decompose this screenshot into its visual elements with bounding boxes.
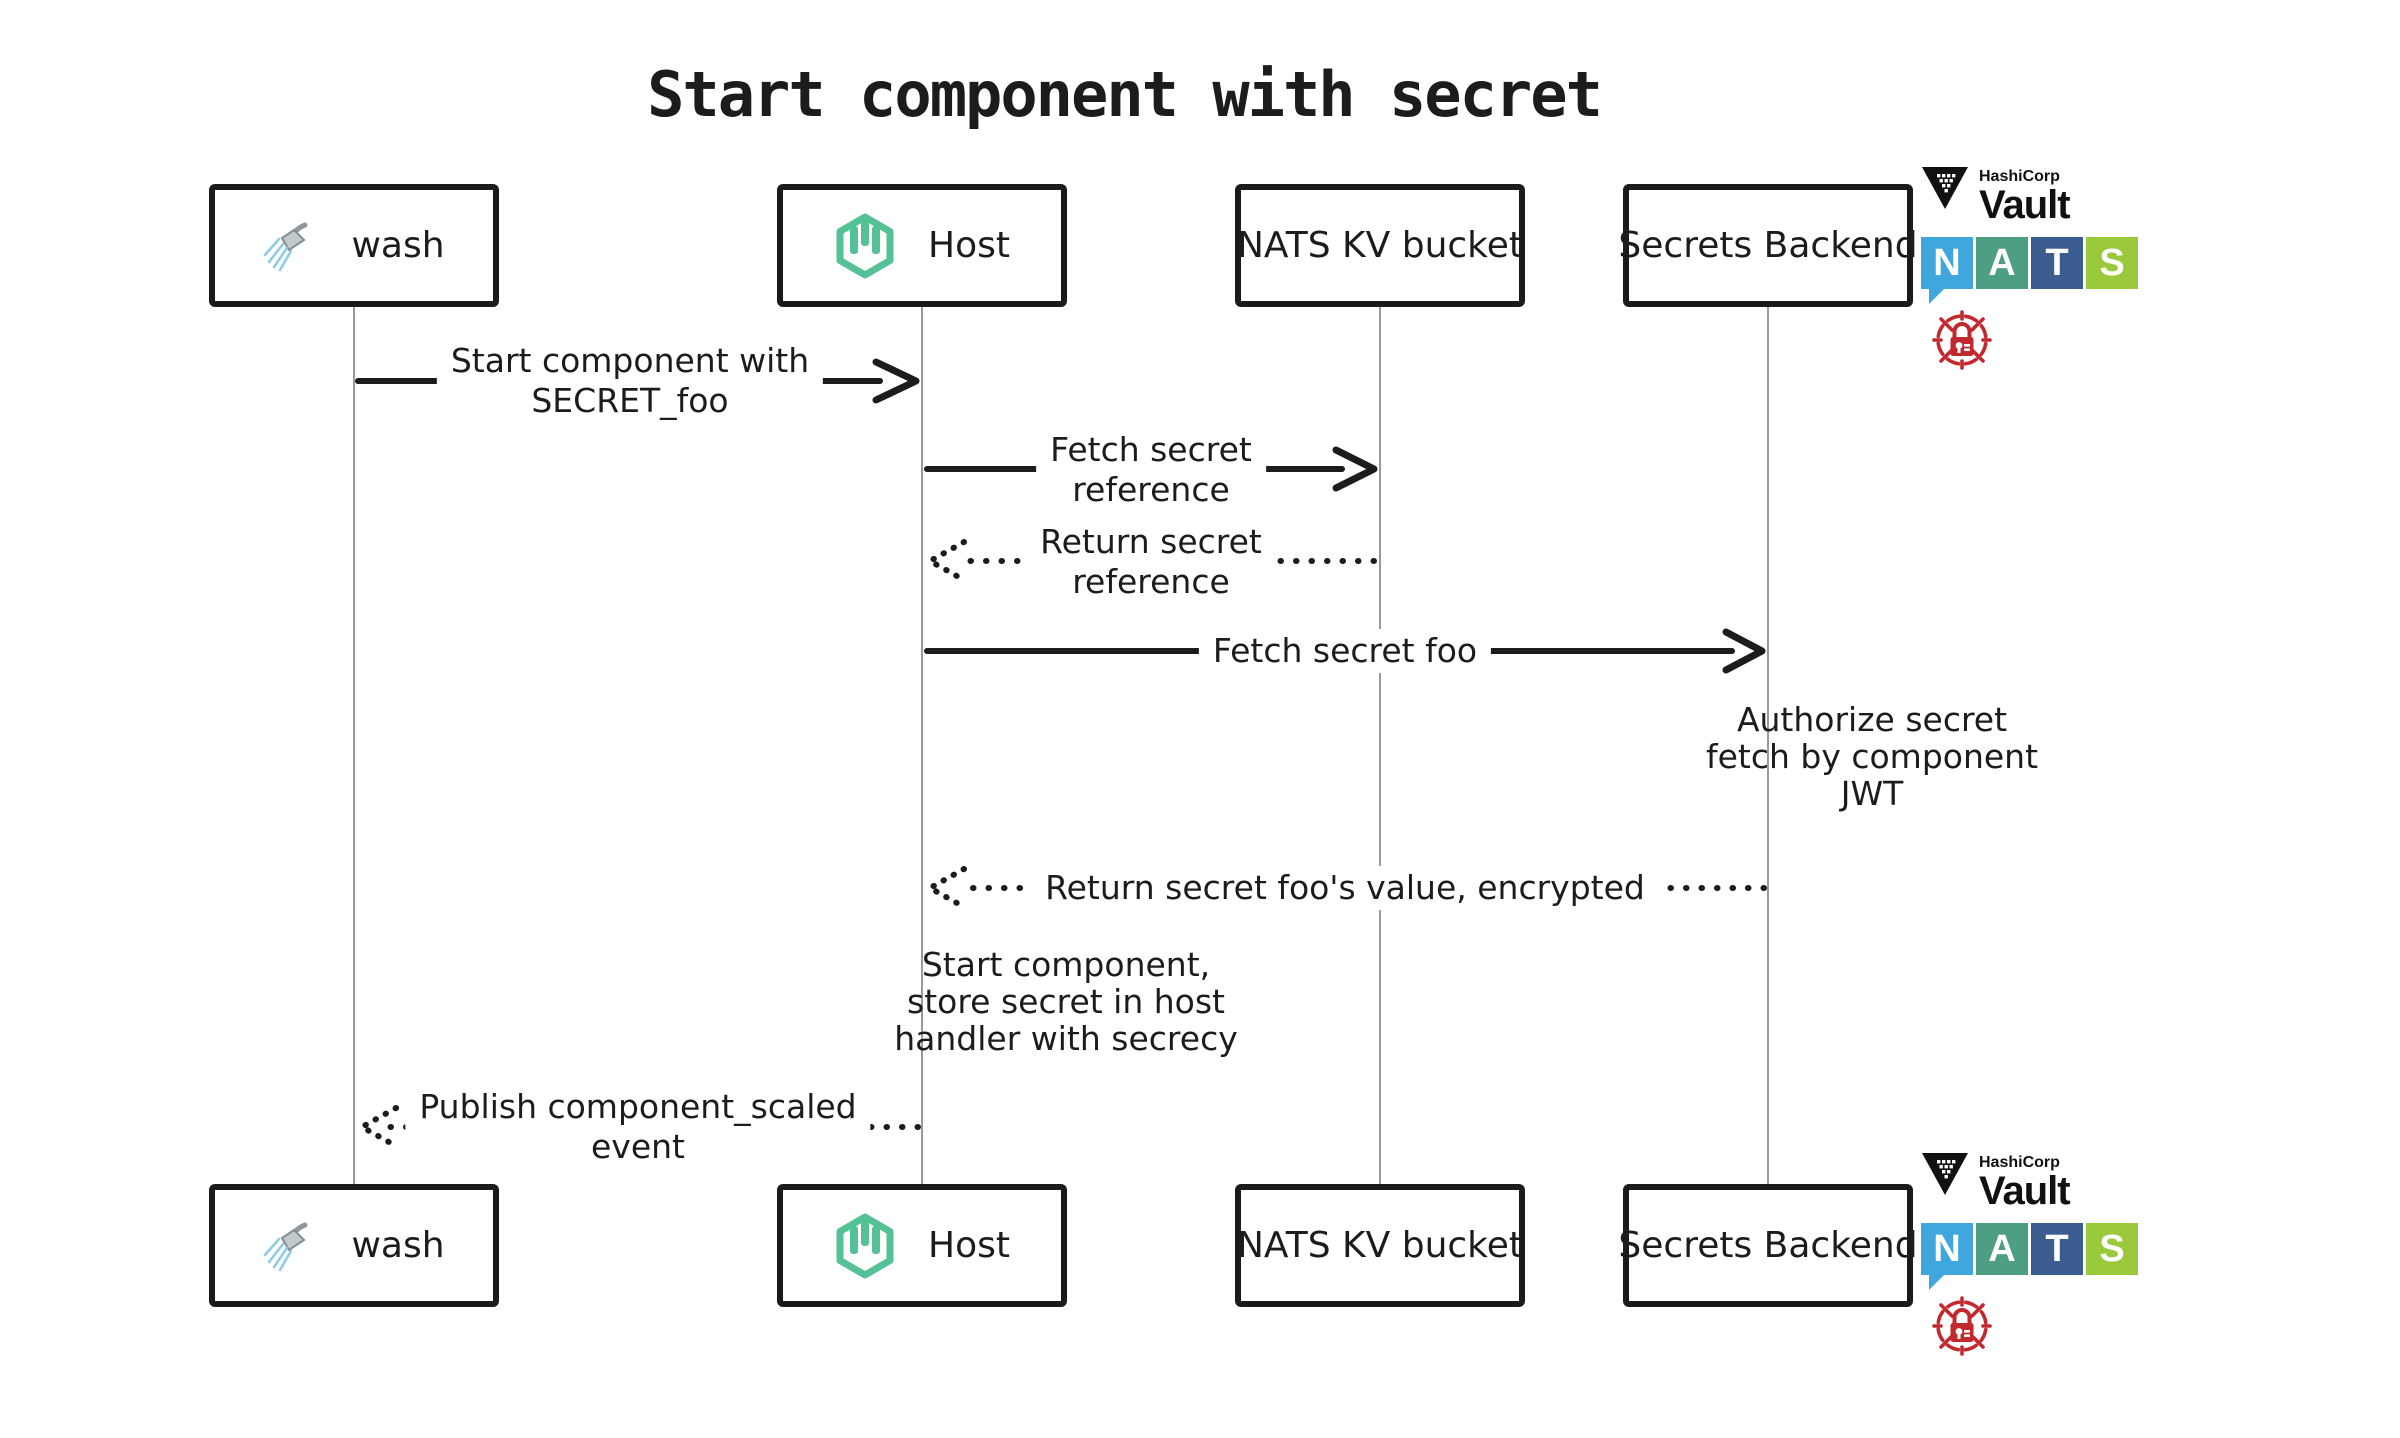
message-label-line: SECRET_foo: [531, 381, 729, 420]
nats-logo: N A T S: [1921, 237, 2138, 304]
message-label-line: Start component with: [450, 341, 810, 380]
note-line: handler with secrecy: [894, 1019, 1238, 1058]
actor-box-host-top: Host: [777, 184, 1067, 307]
nats-letter-a: A: [1976, 1223, 2028, 1275]
message-label-line: Fetch secret foo: [1212, 631, 1478, 670]
message-label-line: reference: [1072, 562, 1230, 601]
lifeline-host: [921, 307, 923, 1186]
message-label-return-secret-reference: Return secret reference: [1026, 520, 1276, 604]
actor-label-wash: wash: [351, 225, 445, 266]
note-line: Authorize secret: [1736, 700, 2008, 739]
message-label-line: Return secret: [1040, 522, 1262, 561]
actor-label-secrets-backend: Secrets Backend: [1618, 225, 1918, 266]
message-label-line: reference: [1072, 470, 1230, 509]
message-label-return-secret-foo: Return secret foo's value, encrypted: [1031, 866, 1659, 910]
message-label-start-component: Start component with SECRET_foo: [436, 339, 824, 423]
actor-box-wash-bottom: wash: [209, 1184, 499, 1307]
message-label-fetch-secret-foo: Fetch secret foo: [1198, 629, 1492, 673]
vault-triangle-icon: [1922, 1153, 1968, 1195]
lifeline-wash: [353, 307, 355, 1186]
vault-triangle-icon: [1922, 167, 1968, 209]
message-label-line: Publish component_scaled: [419, 1087, 857, 1126]
logo-stack-top: HashiCorp Vault N A T S: [1921, 166, 2161, 379]
vault-brand-label: HashiCorp: [1979, 1154, 2060, 1171]
note-line: fetch by component: [1705, 737, 2039, 776]
wasmcloud-hexagon-icon: [836, 1213, 894, 1278]
diagram-title: Start component with secret: [647, 58, 1603, 131]
nats-letter-s: S: [2086, 237, 2138, 289]
secret-lock-target-icon: [1932, 1296, 1992, 1356]
actor-box-wash-top: wash: [209, 184, 499, 307]
lifeline-nats-kv: [1379, 307, 1381, 1186]
secret-lock-target-icon: [1932, 310, 1992, 370]
actor-label-host: Host: [928, 1225, 1010, 1266]
logo-stack-bottom: HashiCorp Vault N A T S: [1921, 1152, 2161, 1365]
nats-letter-t: T: [2031, 1223, 2083, 1275]
nats-letter-t: T: [2031, 237, 2083, 289]
lifeline-secrets-backend: [1767, 307, 1769, 1186]
actor-box-secrets-backend-top: Secrets Backend: [1618, 184, 1918, 307]
vault-brand-label: HashiCorp: [1979, 168, 2060, 185]
note-line: JWT: [1840, 774, 1904, 813]
actor-box-host-bottom: Host: [777, 1184, 1067, 1307]
actor-box-nats-kv-top: NATS KV bucket: [1235, 184, 1525, 307]
actor-label-nats-kv: NATS KV bucket: [1237, 1225, 1524, 1266]
actor-label-nats-kv: NATS KV bucket: [1237, 225, 1524, 266]
message-label-line: event: [590, 1127, 685, 1166]
vault-product-label: Vault: [1979, 1169, 2071, 1213]
note-authorize-secret-fetch: Authorize secret fetch by component JWT: [1706, 701, 2038, 812]
nats-letter-s: S: [2086, 1223, 2138, 1275]
note-line: store secret in host: [907, 982, 1225, 1021]
note-line: Start component,: [921, 945, 1211, 984]
message-label-line: Fetch secret: [1050, 430, 1252, 469]
actor-box-nats-kv-bottom: NATS KV bucket: [1235, 1184, 1525, 1307]
vault-logo: HashiCorp Vault: [1921, 166, 2161, 225]
message-label-publish-component-scaled: Publish component_scaled event: [405, 1085, 871, 1169]
nats-logo: N A T S: [1921, 1223, 2138, 1290]
nats-letter-a: A: [1976, 237, 2028, 289]
nats-letter-n: N: [1921, 237, 1973, 304]
actor-label-wash: wash: [351, 1225, 445, 1266]
nats-letter-n: N: [1921, 1223, 1973, 1290]
vault-product-label: Vault: [1979, 183, 2071, 227]
arrow-return-secret-reference: [927, 539, 1377, 583]
shower-icon: [264, 222, 308, 271]
message-label-fetch-secret-reference: Fetch secret reference: [1036, 428, 1266, 512]
actor-label-host: Host: [928, 225, 1010, 266]
vault-logo: HashiCorp Vault: [1921, 1152, 2161, 1211]
message-label-line: Return secret foo's value, encrypted: [1045, 868, 1645, 907]
shower-icon: [264, 1222, 308, 1271]
wasmcloud-hexagon-icon: [836, 213, 894, 278]
actor-label-secrets-backend: Secrets Backend: [1618, 1225, 1918, 1266]
note-start-component-store-secret: Start component, store secret in host ha…: [894, 946, 1238, 1057]
actor-box-secrets-backend-bottom: Secrets Backend: [1618, 1184, 1918, 1307]
